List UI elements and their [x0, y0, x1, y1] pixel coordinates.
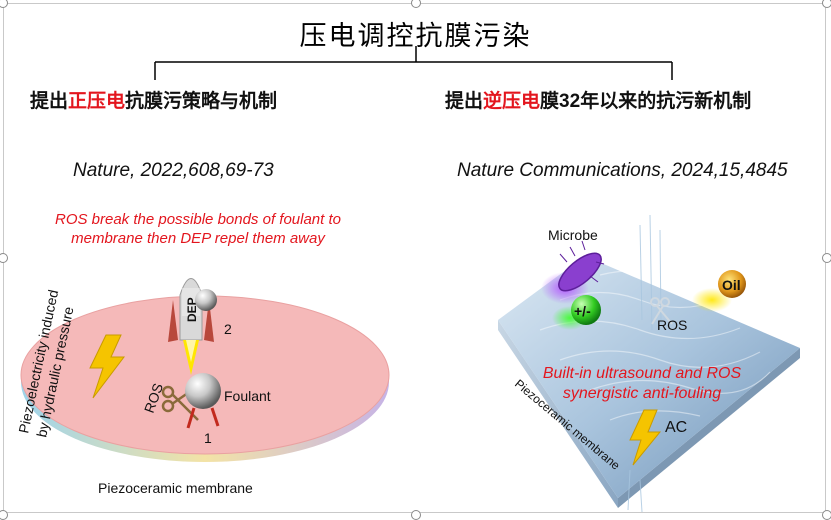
bond-right [210, 407, 220, 427]
oil-ball [718, 270, 746, 298]
left-citation: Nature, 2022,608,69-73 [73, 160, 274, 181]
right-heading: 提出逆压电膜32年以来的抗污新机制 [445, 90, 752, 112]
ros-label-right: ROS [657, 317, 687, 333]
rocket-label: DEP [185, 297, 199, 322]
ac-label: AC [665, 419, 687, 436]
banner-line1: Built-in ultrasound and ROS [543, 365, 742, 382]
resize-handle-top-right[interactable] [822, 0, 831, 8]
right-citation: Nature Communications, 2024,15,4845 [457, 160, 788, 181]
oil-glow [692, 288, 732, 312]
ac-lightning-icon [629, 409, 662, 466]
step-1-label: 1 [204, 430, 212, 446]
resize-handle-middle-left[interactable] [0, 253, 8, 263]
left-note: ROS break the possible bonds of foulant … [54, 211, 341, 247]
banner-line2: synergistic anti-fouling [563, 385, 721, 402]
resize-handle-top-left[interactable] [0, 0, 8, 8]
microbe-label: Microbe [548, 227, 598, 243]
left-membrane-label: Piezoceramic membrane [98, 480, 253, 496]
scissors-icon-right [650, 297, 673, 325]
lightning-icon [89, 334, 126, 399]
charge-label: +/- [574, 303, 591, 319]
foulant-ball [185, 373, 221, 409]
resize-handle-middle-right[interactable] [822, 253, 831, 263]
step-2-label: 2 [224, 321, 232, 337]
bracket-connector [154, 46, 673, 80]
bond-left [186, 407, 196, 429]
rocket-icon [168, 278, 214, 375]
microbe-icon [558, 240, 605, 292]
charge-ball [571, 295, 601, 325]
foulant-ball-on-rocket [195, 289, 217, 311]
left-heading: 提出正压电抗膜污策略与机制 [30, 90, 278, 112]
foulant-label: Foulant [224, 388, 271, 404]
resize-handle-top-center[interactable] [411, 0, 421, 8]
oil-label: Oil [722, 277, 741, 293]
main-title: 压电调控抗膜污染 [299, 21, 532, 52]
